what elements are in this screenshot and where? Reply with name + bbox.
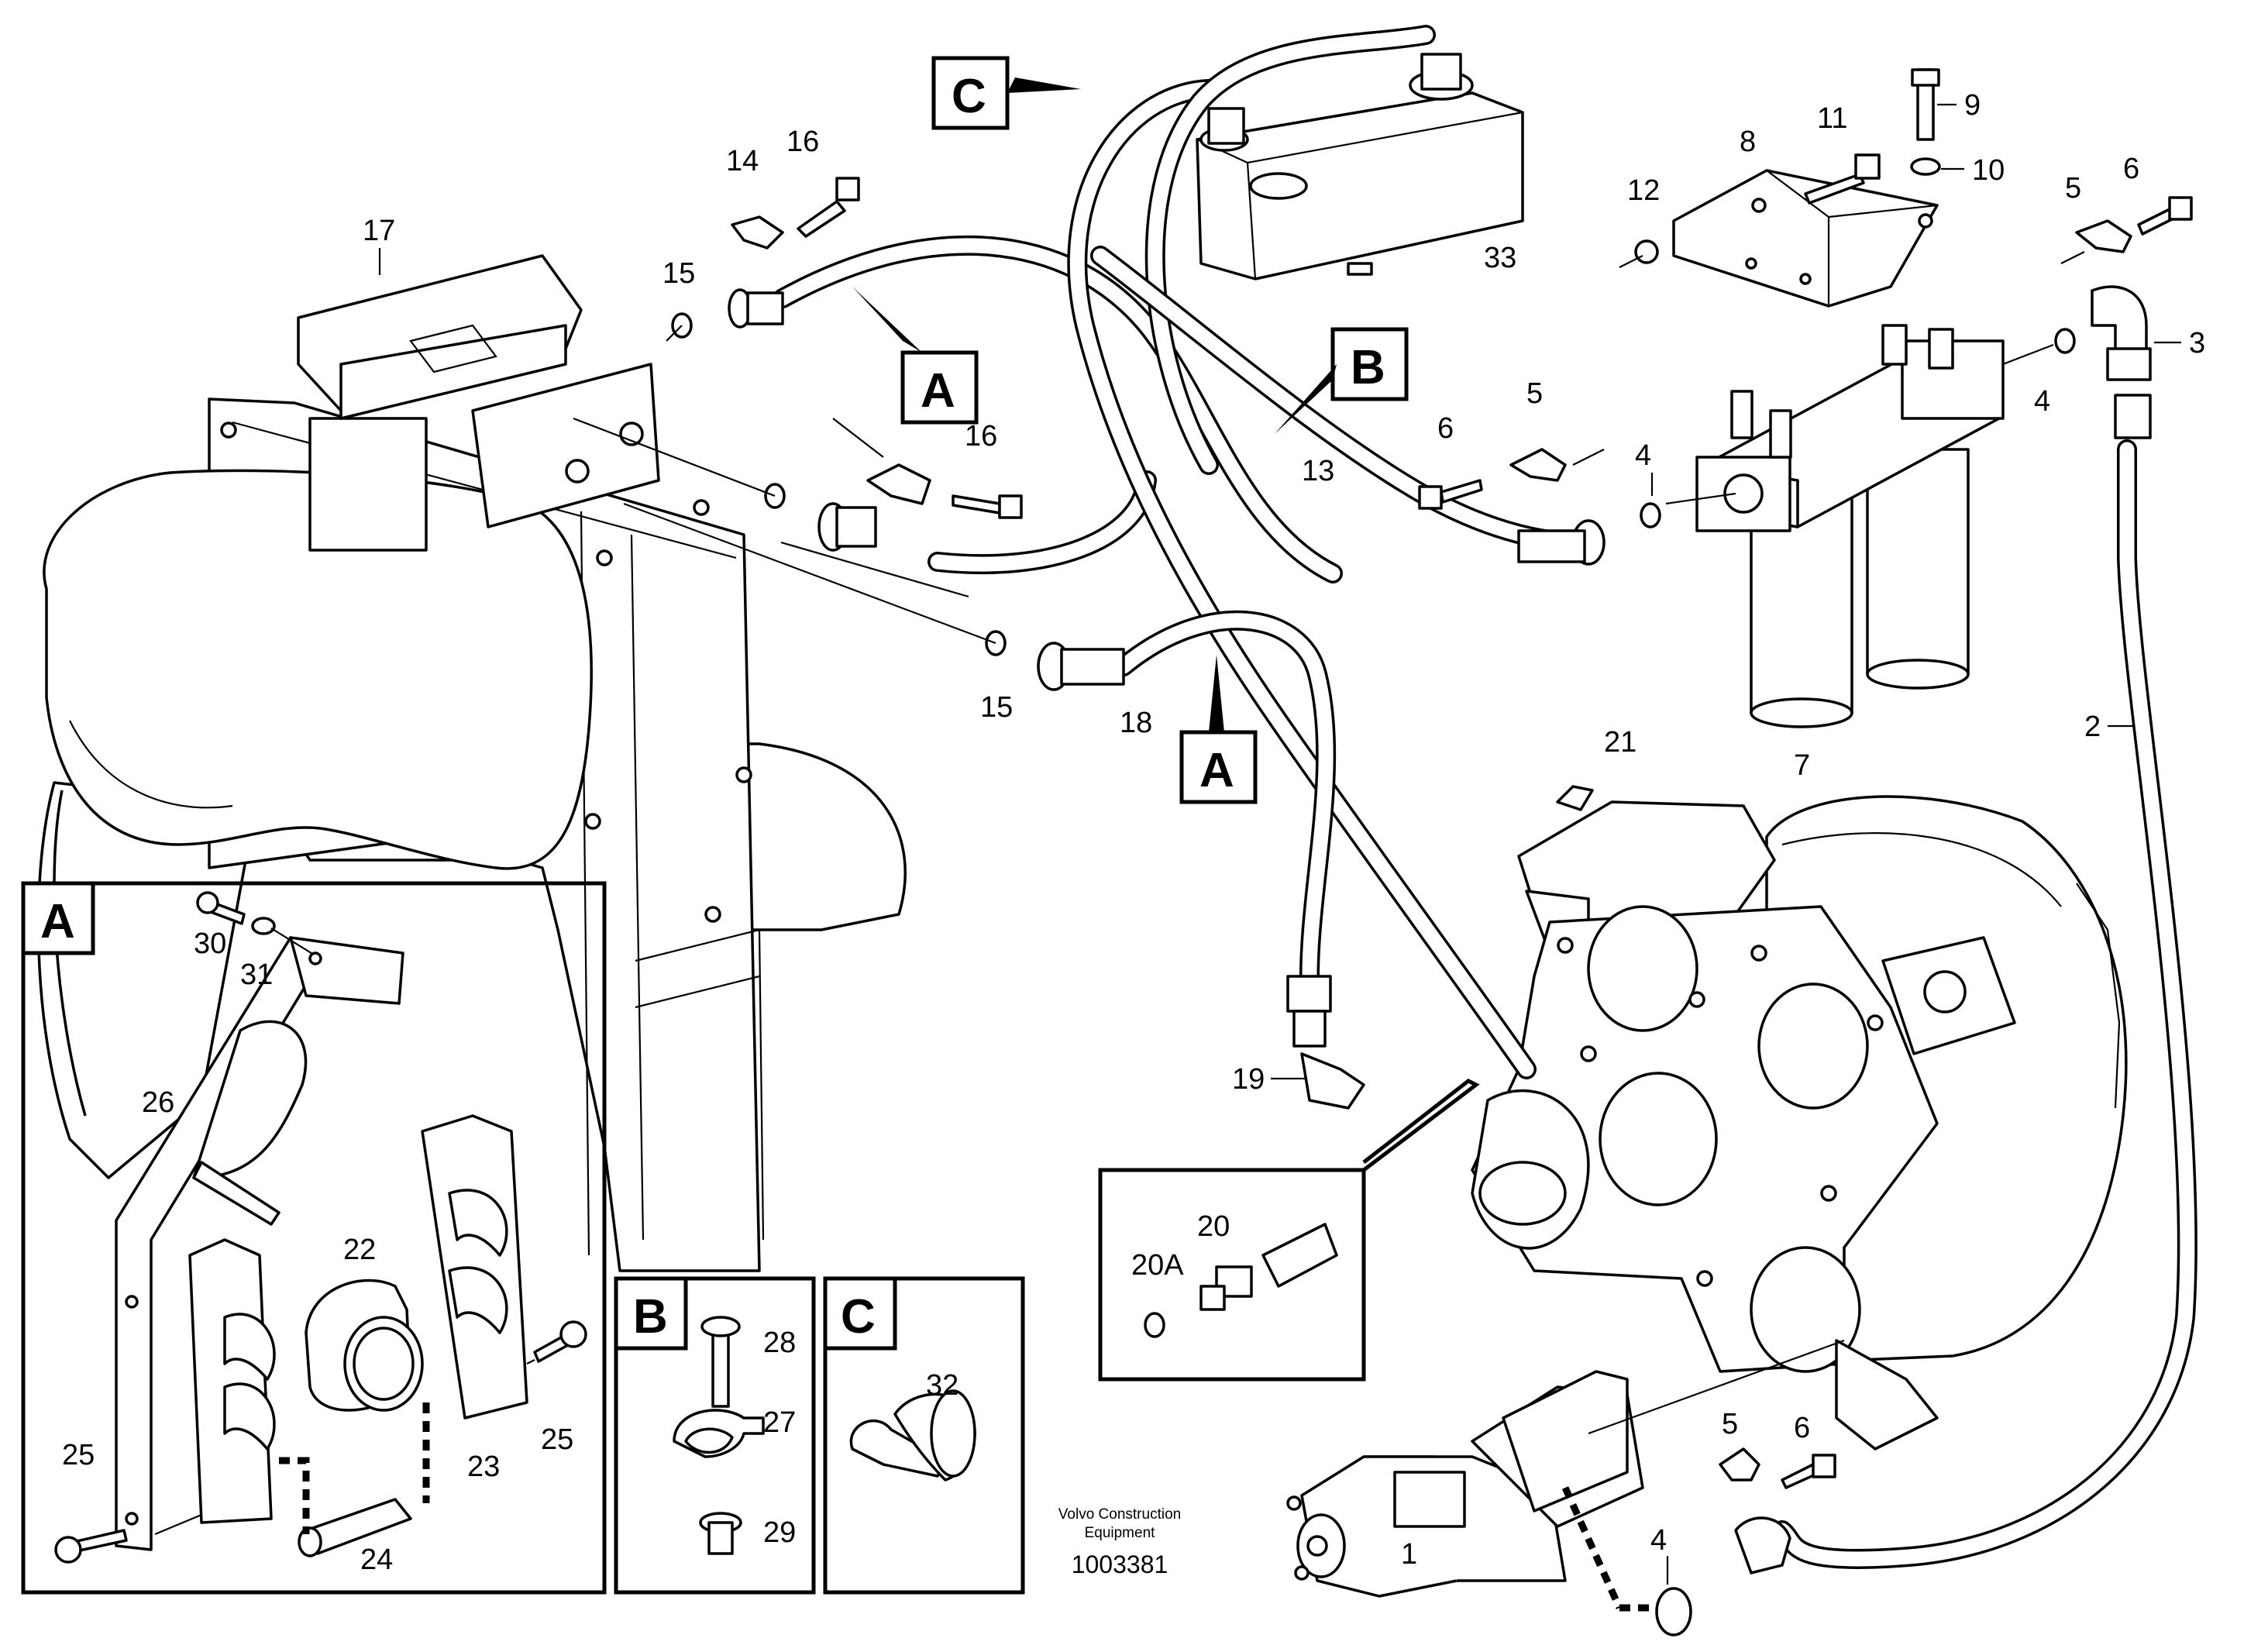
label-part-2: 2: [2084, 711, 2101, 743]
pump-drive-housing: [1471, 785, 2128, 1451]
inset-a: A: [21, 881, 607, 1595]
inset-20: [1098, 1079, 1480, 1382]
company-name-line2: Equipment: [1085, 1525, 1156, 1541]
company-name-line1: Volvo Construction: [1058, 1506, 1181, 1523]
label-part-16b: 16: [965, 420, 997, 453]
label-part-6c: 6: [1794, 1412, 1810, 1444]
inset-b: B: [614, 1276, 816, 1595]
label-part-4a: 4: [2034, 385, 2050, 418]
label-part-20: 20: [1197, 1210, 1230, 1243]
label-part-13: 13: [1302, 455, 1334, 487]
label-part-32: 32: [926, 1369, 958, 1402]
transmission-housing: [36, 254, 907, 1272]
label-part-5c: 5: [1722, 1408, 1738, 1440]
label-part-5b: 5: [1526, 377, 1543, 410]
footer: Volvo Construction Equipment 1003381: [1058, 1506, 1181, 1578]
callout-c-box: [931, 56, 1010, 130]
label-part-18: 18: [1120, 707, 1152, 739]
label-part-5a: 5: [2065, 172, 2081, 205]
label-part-20a: 20A: [1131, 1249, 1184, 1282]
label-part-15a: 15: [663, 257, 695, 290]
label-part-15b: 15: [980, 691, 1013, 724]
filter-assembly: [1695, 324, 2005, 728]
callout-tags: C A B A: [852, 56, 1409, 804]
label-part-19: 19: [1232, 1063, 1265, 1096]
inset-b-title: B: [633, 1290, 668, 1344]
callout-a1-box: [900, 350, 979, 425]
label-part-29: 29: [763, 1516, 796, 1549]
callout-c: C: [952, 70, 986, 123]
label-part-14: 14: [726, 145, 759, 177]
label-part-33: 33: [1484, 242, 1516, 274]
fittings: [671, 68, 2193, 1636]
oil-cooler: [1196, 53, 1524, 280]
label-part-22: 22: [343, 1234, 376, 1266]
label-part-7: 7: [1794, 749, 1810, 782]
label-part-3: 3: [2189, 327, 2205, 360]
bracket: [1672, 169, 1939, 308]
label-part-21: 21: [1604, 726, 1636, 759]
label-part-11: 11: [1817, 102, 1847, 135]
callout-a2: A: [1199, 744, 1234, 797]
callout-a1: A: [921, 364, 955, 418]
inset-a-title: A: [40, 895, 75, 948]
label-part-4b: 4: [1635, 439, 1651, 472]
leader-lines: [573, 251, 2085, 1612]
label-part-8: 8: [1740, 126, 1756, 158]
gear-pump: [1286, 1370, 1644, 1598]
label-part-25a: 25: [62, 1439, 95, 1471]
label-part-6a: 6: [2123, 153, 2139, 185]
label-part-1: 1: [1401, 1538, 1417, 1571]
hoses: [773, 25, 2197, 1569]
label-part-30: 30: [194, 927, 226, 960]
inset-c-title: C: [841, 1290, 876, 1344]
label-part-16a: 16: [786, 126, 819, 158]
label-part-31: 31: [240, 958, 273, 991]
inset-c: C: [823, 1276, 1025, 1595]
label-part-4c: 4: [1650, 1524, 1667, 1557]
label-part-6b: 6: [1437, 412, 1454, 445]
callout-b: B: [1351, 341, 1385, 394]
callout-b-box: [1330, 327, 1409, 401]
label-part-24: 24: [360, 1543, 393, 1576]
label-part-23: 23: [467, 1451, 500, 1483]
callout-a2-box: [1179, 730, 1258, 804]
label-part-28: 28: [763, 1327, 796, 1359]
label-part-26: 26: [142, 1086, 174, 1119]
label-part-27: 27: [763, 1406, 796, 1439]
label-part-25b: 25: [541, 1423, 573, 1456]
part-labels: 1 2 3 4 4 4 5 5 5 6 6 6 7 8 9 10 11 12 1…: [62, 89, 2205, 1585]
label-part-10: 10: [1972, 154, 2005, 187]
label-part-17: 17: [363, 215, 395, 247]
label-part-9: 9: [1964, 89, 1981, 122]
label-part-12: 12: [1627, 174, 1660, 207]
drawing-number: 1003381: [1072, 1550, 1168, 1578]
